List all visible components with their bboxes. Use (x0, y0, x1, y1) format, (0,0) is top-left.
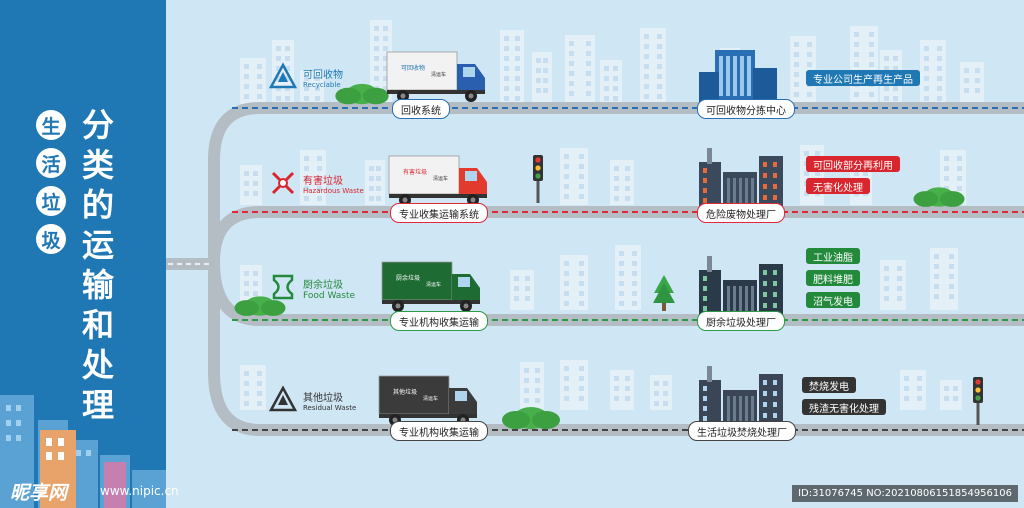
facility-label: 生活垃圾焚烧处理厂 (688, 421, 796, 441)
category-name-cn: 厨余垃圾 (303, 280, 343, 291)
title-char-5: 输 (81, 266, 114, 304)
facility-building-icon (699, 148, 783, 212)
bush-icon (234, 296, 286, 316)
residual-waste-icon (268, 385, 298, 412)
title-char-2: 类 (81, 146, 114, 184)
transport-label: 专业机构收集运输 (390, 311, 488, 331)
circle-char-4: 圾 (36, 224, 66, 254)
result-tag: 工业油脂 (806, 248, 860, 264)
recycle-icon (268, 62, 298, 89)
transport-label: 专业机构收集运输 (390, 421, 488, 441)
facility-building-icon (699, 366, 783, 430)
tree-icon (653, 275, 675, 311)
food-waste-icon (272, 274, 294, 300)
category-name-en: Hazardous Waste (303, 187, 364, 195)
watermark-id: ID:31076745 NO:20210806151854956106 (792, 485, 1018, 502)
result-tag: 无害化处理 (806, 178, 870, 194)
truck-text: 清运车 (423, 395, 438, 402)
title-char-4: 运 (81, 226, 114, 264)
circle-char-3: 垃 (36, 186, 66, 216)
watermark-url: www.nipic.cn (100, 484, 179, 498)
title-char-7: 处 (81, 346, 114, 384)
truck-text: 清运车 (433, 175, 448, 182)
title-char-8: 理 (81, 386, 114, 424)
facility-label: 危险废物处理厂 (697, 203, 785, 223)
road-network (166, 102, 1024, 436)
bush-icon (913, 187, 965, 207)
bush-icon (502, 407, 560, 429)
truck-text: 厨余垃圾 (396, 274, 420, 282)
circle-char-2: 活 (36, 148, 66, 178)
left-title-panel: 生 活 垃 圾 分 类 的 运 输 和 处 理 (0, 0, 166, 508)
title-char-1: 分 (81, 106, 114, 144)
traffic-light-icon (973, 377, 983, 425)
facility-label: 厨余垃圾处理厂 (697, 311, 785, 331)
facility-building-icon (699, 50, 777, 108)
category-name-cn: 有害垃圾 (303, 176, 343, 187)
panel-buildings (0, 395, 166, 508)
category-name-cn: 其他垃圾 (303, 393, 343, 404)
result-tag: 可回收部分再利用 (806, 156, 900, 172)
category-name-en: Residual Waste (303, 404, 357, 412)
result-tag: 专业公司生产再生产品 (806, 70, 920, 86)
circle-char-1: 生 (36, 110, 66, 140)
title-char-3: 的 (81, 186, 114, 224)
truck-text: 清运车 (426, 281, 441, 288)
decorations (234, 83, 983, 429)
result-tag: 沼气发电 (806, 292, 860, 308)
truck-text: 有害垃圾 (403, 168, 427, 176)
truck-text: 可回收物 (401, 64, 425, 72)
result-tag: 残渣无害化处理 (802, 399, 886, 415)
transport-label: 专业收集运输系统 (390, 203, 488, 223)
bush-icon (335, 83, 389, 105)
title-char-6: 和 (81, 306, 114, 344)
category-name-en: Food Waste (303, 291, 356, 301)
facility-building-icon (699, 256, 783, 320)
hazardous-icon (271, 171, 295, 195)
watermark-logo: 昵享网 (10, 482, 68, 504)
result-tag: 焚烧发电 (802, 377, 856, 393)
facility-label: 可回收物分拣中心 (697, 99, 795, 119)
category-name-en: Recyclable (303, 81, 341, 89)
truck-text: 清运车 (431, 71, 446, 78)
truck-text: 其他垃圾 (393, 388, 417, 396)
traffic-light-icon (533, 155, 543, 203)
transport-label: 回收系统 (392, 99, 450, 119)
result-tag: 肥料堆肥 (806, 270, 860, 286)
category-name-cn: 可回收物 (303, 70, 343, 81)
